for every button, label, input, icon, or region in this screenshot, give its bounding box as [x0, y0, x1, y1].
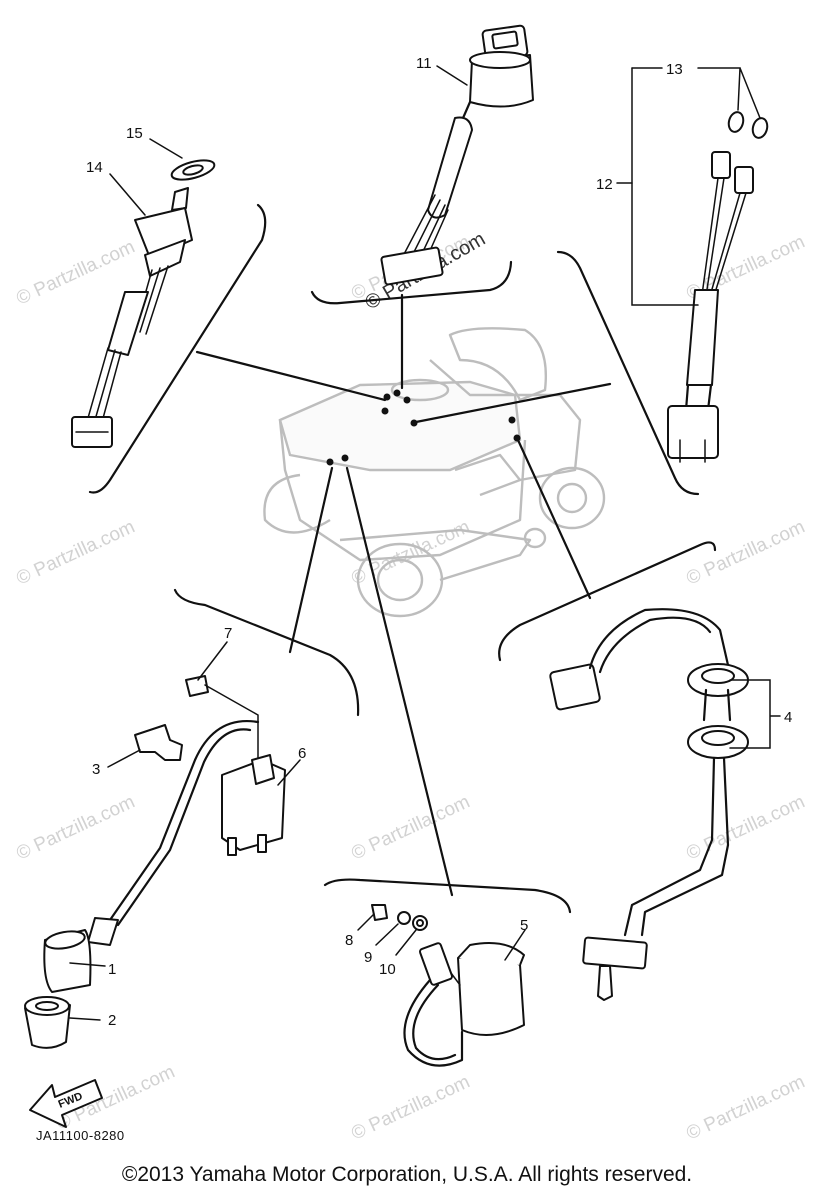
callout-11: 11 [416, 55, 432, 72]
callout-9: 9 [364, 949, 372, 966]
watermark: © Partzilla.com [683, 791, 808, 864]
callout-2: 2 [108, 1012, 116, 1029]
callout-3: 3 [92, 761, 100, 778]
watermark: © Partzilla.com [348, 791, 473, 864]
group-brackets [88, 203, 717, 914]
diagram-code: JA11100-8280 [36, 1128, 125, 1143]
fwd-arrow: FWD [29, 1079, 103, 1128]
callout-4: 4 [784, 709, 792, 726]
callout-leaders [69, 65, 781, 1021]
main-switch-part [380, 24, 534, 286]
copyright-notice: ©2013 Yamaha Motor Corporation, U.S.A. A… [121, 1163, 693, 1186]
callout-15: 15 [126, 125, 143, 142]
callout-13: 13 [666, 61, 683, 78]
callout-5: 5 [520, 917, 528, 934]
callout-8: 8 [345, 932, 353, 949]
cdi-unit-part [371, 904, 525, 1067]
callout-12: 12 [596, 176, 613, 193]
harness-grommet-part [549, 608, 749, 1001]
watermark: © Partzilla.com [348, 1071, 473, 1144]
callout-14: 14 [86, 159, 103, 176]
watermark: © Partzilla.com [683, 516, 808, 589]
callout-6: 6 [298, 745, 306, 762]
ignition-coil-part [24, 675, 286, 1049]
callout-7: 7 [224, 625, 232, 642]
watermark: © Partzilla.com [13, 236, 138, 309]
watermark: © Partzilla.com [13, 791, 138, 864]
callout-1: 1 [108, 961, 116, 978]
leader-lines [195, 293, 612, 897]
callout-10: 10 [379, 961, 396, 978]
tractor-illustration [263, 327, 606, 618]
callout-labels: 1 2 3 4 5 6 7 8 9 10 11 12 13 14 15 [86, 55, 792, 1029]
watermark: © Partzilla.com [683, 1071, 808, 1144]
lamp-harness-part [667, 111, 769, 463]
watermark: © Partzilla.com [13, 516, 138, 589]
toggle-switch-part [71, 159, 216, 448]
